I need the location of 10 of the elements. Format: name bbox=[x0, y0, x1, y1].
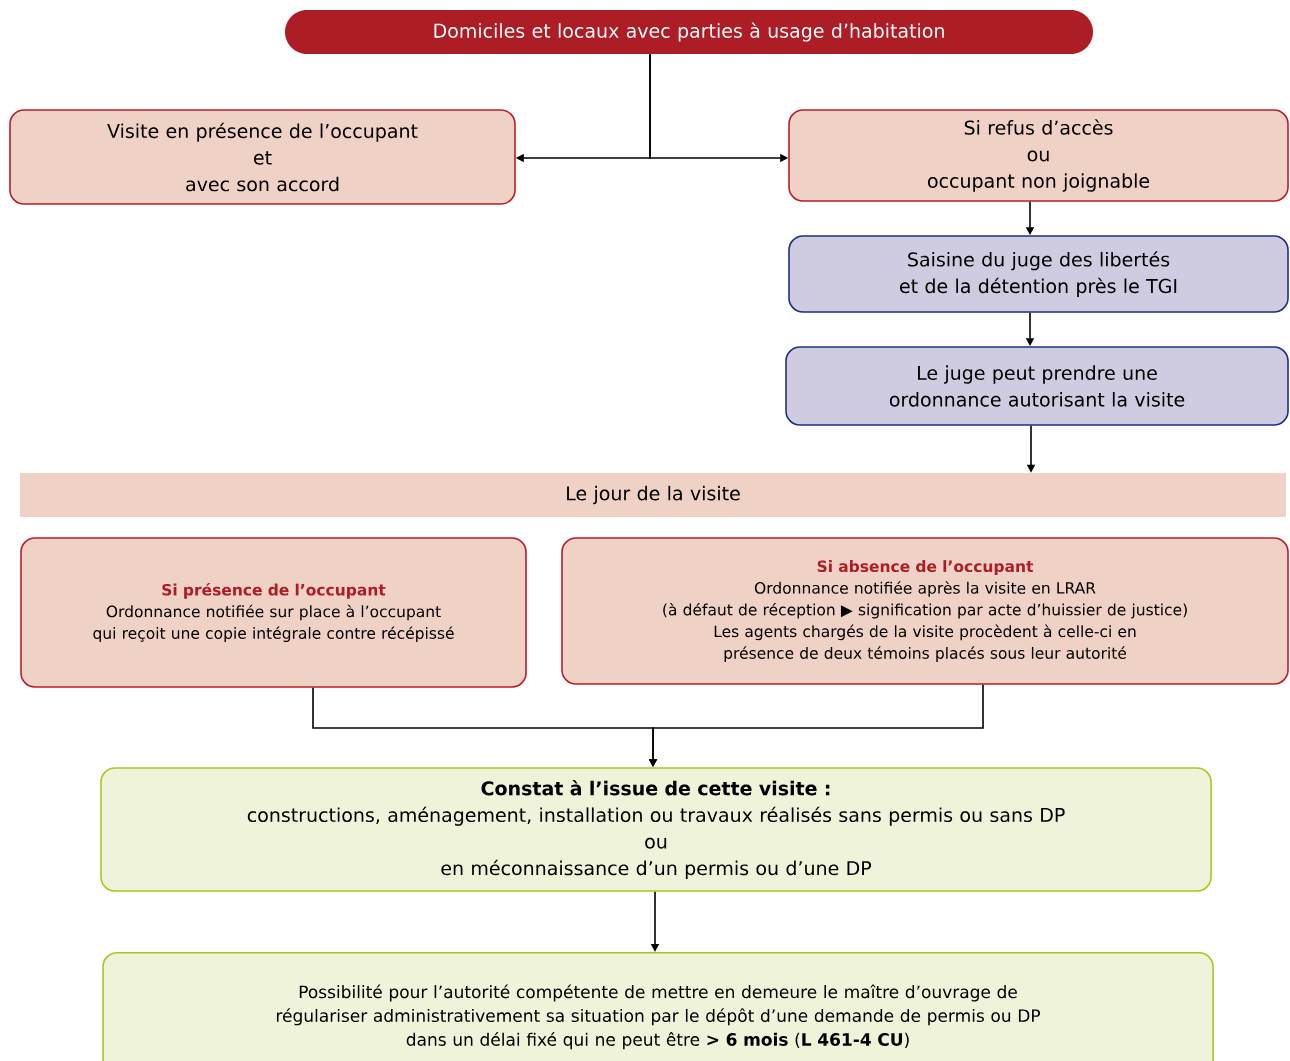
title-pill: Domiciles et locaux avec parties à usage d’habitation bbox=[285, 10, 1093, 54]
condition-box: Si absence de l’occupant Ordonnance notifiée après la visite en LRAR (à défaut de réception ▶ signification par acte d’huissier de justice) Les agents chargés de la visite procèdent à celle-ci en présence de deux témoins placés sous leur autorité bbox=[561, 537, 1289, 685]
condition-box: Si refus d’accès ou occupant non joignable bbox=[788, 109, 1289, 202]
condition-box: Visite en présence de l’occupant et avec son accord bbox=[9, 109, 516, 205]
condition-box: Si présence de l’occupant Ordonnance notifiée sur place à l’occupant qui reçoit une copie intégrale contre récépissé bbox=[20, 537, 527, 688]
section-band: Le jour de la visite bbox=[20, 473, 1286, 517]
outcome-box: Possibilité pour l’autorité compétente de mettre en demeure le maître d’ouvrage de régulariser administrativement sa situation par le dépôt d’une demande de permis ou DP dans un délai fixé qui ne peut être > 6 mois (L 461-4 CU) bbox=[102, 952, 1214, 1061]
step-box: Le juge peut prendre une ordonnance autorisant la visite bbox=[785, 346, 1289, 426]
finding-box: Constat à l’issue de cette visite : constructions, aménagement, installation ou travaux réalisés sans permis ou sans DP ou en méconnaissance d’un permis ou d’une DP bbox=[100, 767, 1212, 892]
step-box: Saisine du juge des libertés et de la détention près le TGI bbox=[788, 235, 1289, 313]
